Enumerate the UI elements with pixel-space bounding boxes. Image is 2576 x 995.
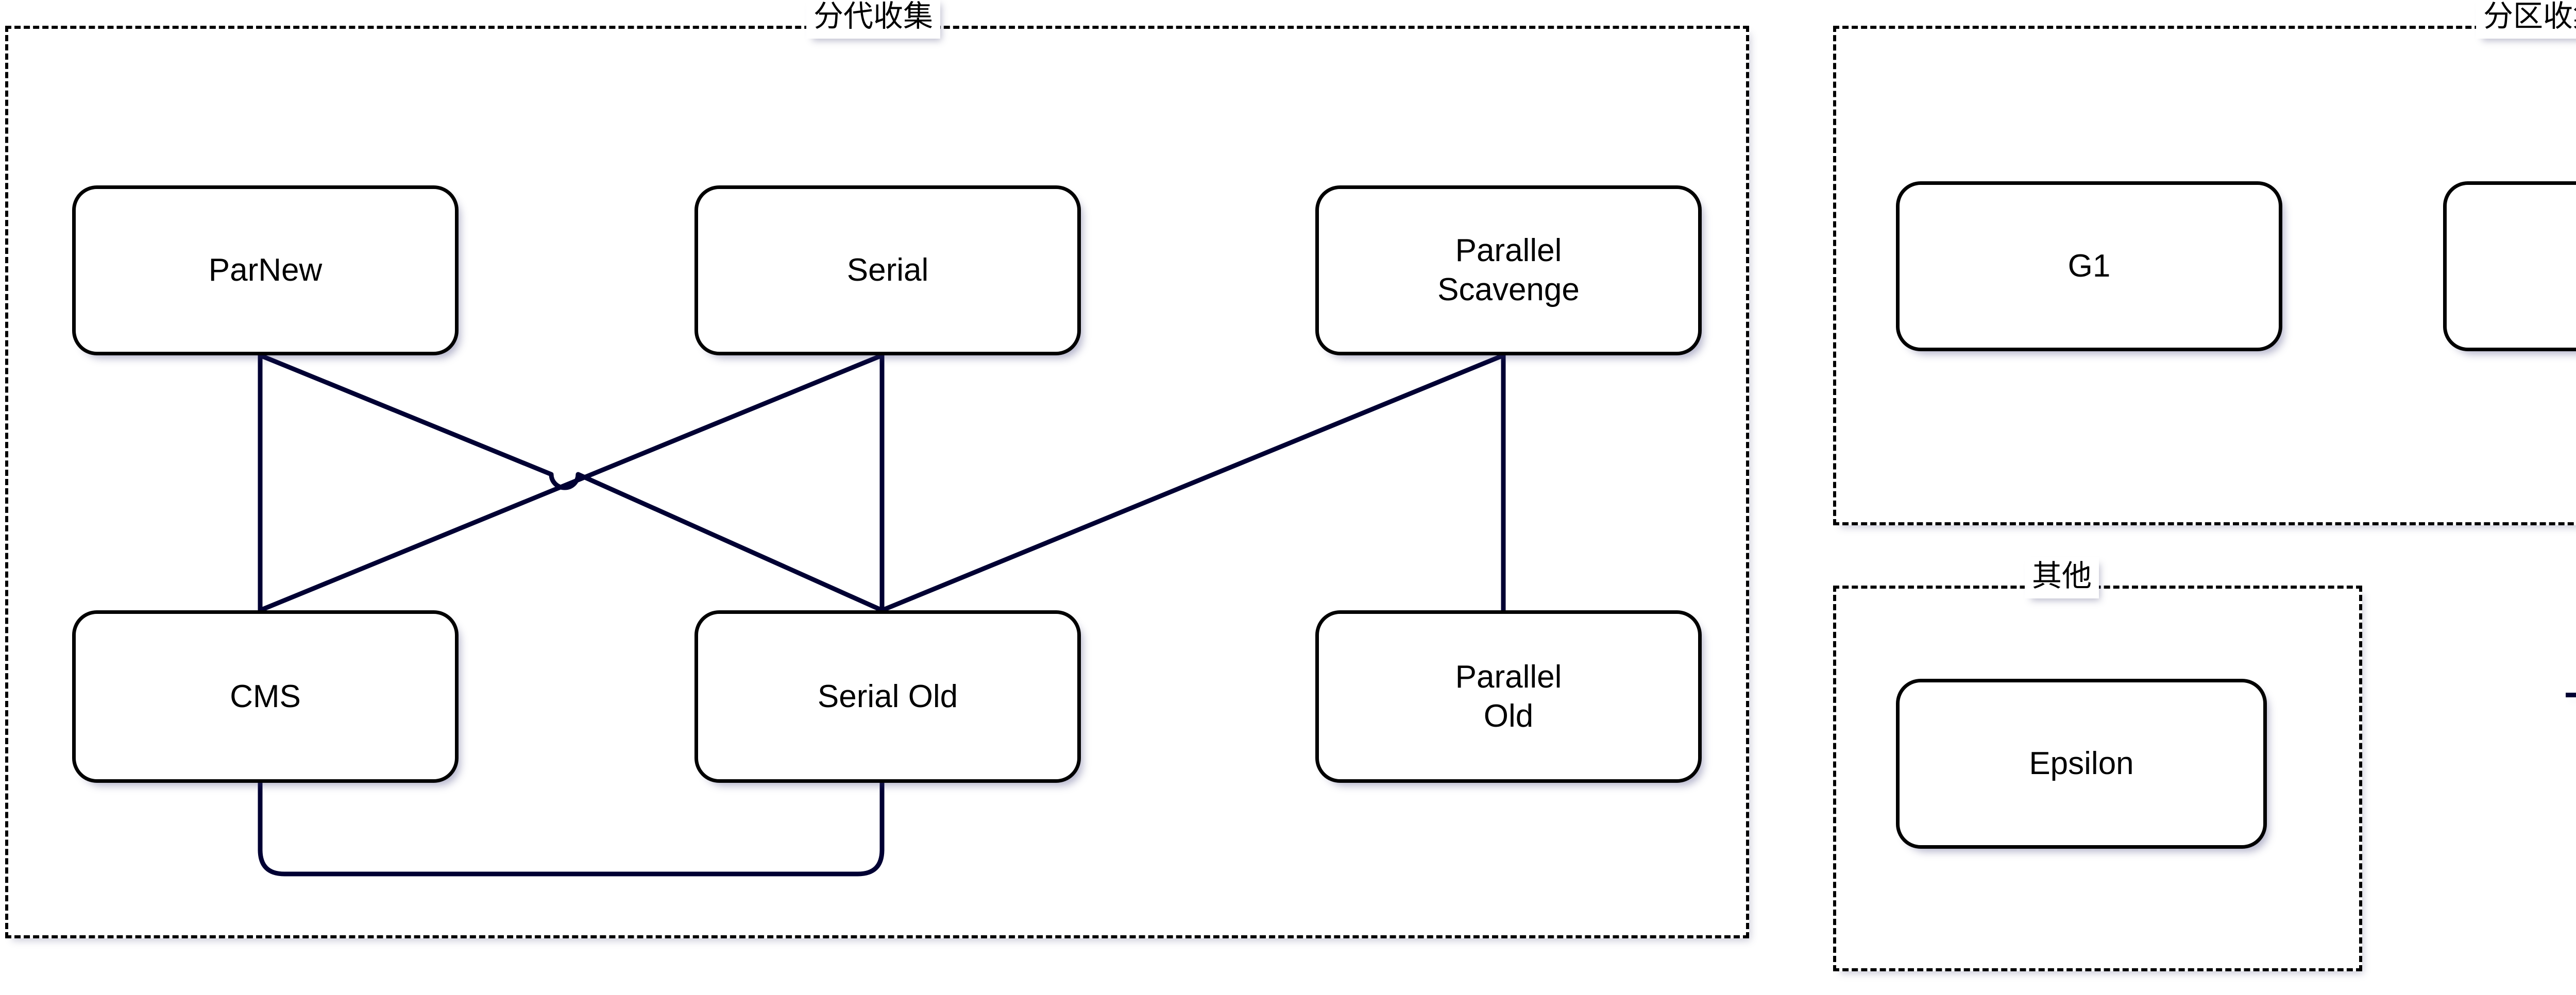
connector-cms-serialold <box>258 783 885 877</box>
node-serial[interactable]: Serial <box>694 185 1081 355</box>
node-zgc[interactable]: ZGC <box>2443 181 2576 351</box>
connector-serial-cms <box>259 353 883 613</box>
group-generational-title: 分代收集 <box>806 0 941 39</box>
node-parnew[interactable]: ParNew <box>72 185 459 355</box>
legend: 可配合使用 <box>2566 675 2576 716</box>
node-parallel-old[interactable]: Parallel Old <box>1315 610 1702 783</box>
node-parallel-old-label: Parallel Old <box>1455 659 1562 734</box>
legend-line-swatch <box>2566 693 2576 698</box>
connector-ps-serialold <box>881 353 1504 613</box>
node-g1-label: G1 <box>2067 248 2111 284</box>
node-serial-old[interactable]: Serial Old <box>694 610 1081 783</box>
group-regional <box>1833 26 2576 525</box>
node-serial-label: Serial <box>846 252 929 288</box>
node-cms[interactable]: CMS <box>72 610 459 783</box>
node-cms-label: CMS <box>230 678 301 714</box>
node-serial-old-label: Serial Old <box>817 678 958 714</box>
connector-parnew-serialold <box>259 353 883 613</box>
node-epsilon-label: Epsilon <box>2029 746 2134 782</box>
node-epsilon[interactable]: Epsilon <box>1896 679 2267 849</box>
node-parnew-label: ParNew <box>208 252 323 288</box>
node-g1[interactable]: G1 <box>1896 181 2282 351</box>
group-other-title: 其他 <box>2025 557 2099 598</box>
group-regional-title: 分区收集 <box>2476 0 2576 39</box>
node-parallel-scavenge[interactable]: Parallel Scavenge <box>1315 185 1702 355</box>
node-parallel-scavenge-label: Parallel Scavenge <box>1437 233 1580 307</box>
